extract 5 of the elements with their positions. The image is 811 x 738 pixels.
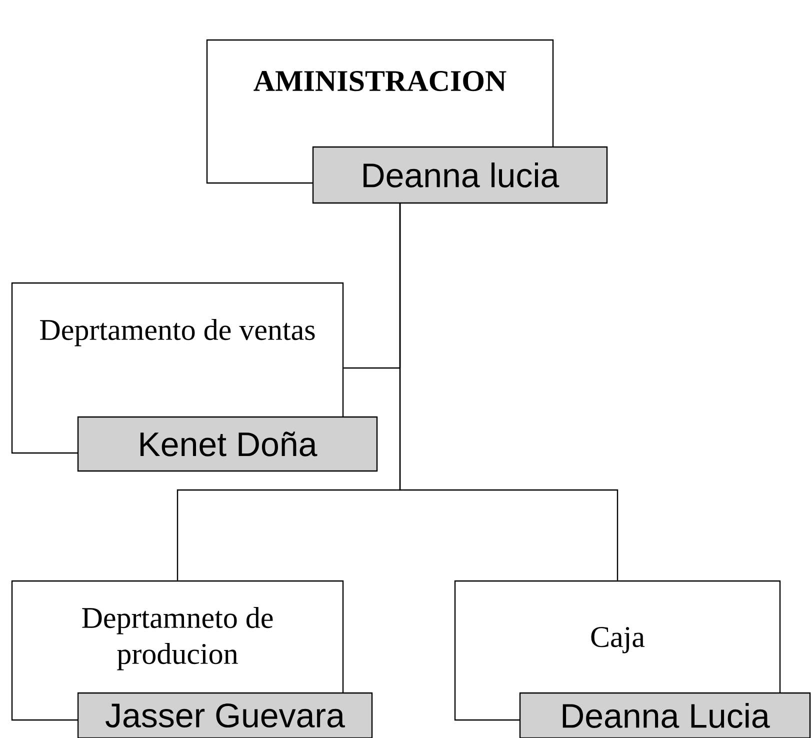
name-tag: Kenet Doña xyxy=(77,416,378,472)
name-tag: Deanna lucia xyxy=(312,146,608,204)
name-tag: Deanna Lucia xyxy=(519,692,811,738)
connector-line xyxy=(399,204,618,580)
name-tag: Jasser Guevara xyxy=(77,692,373,738)
